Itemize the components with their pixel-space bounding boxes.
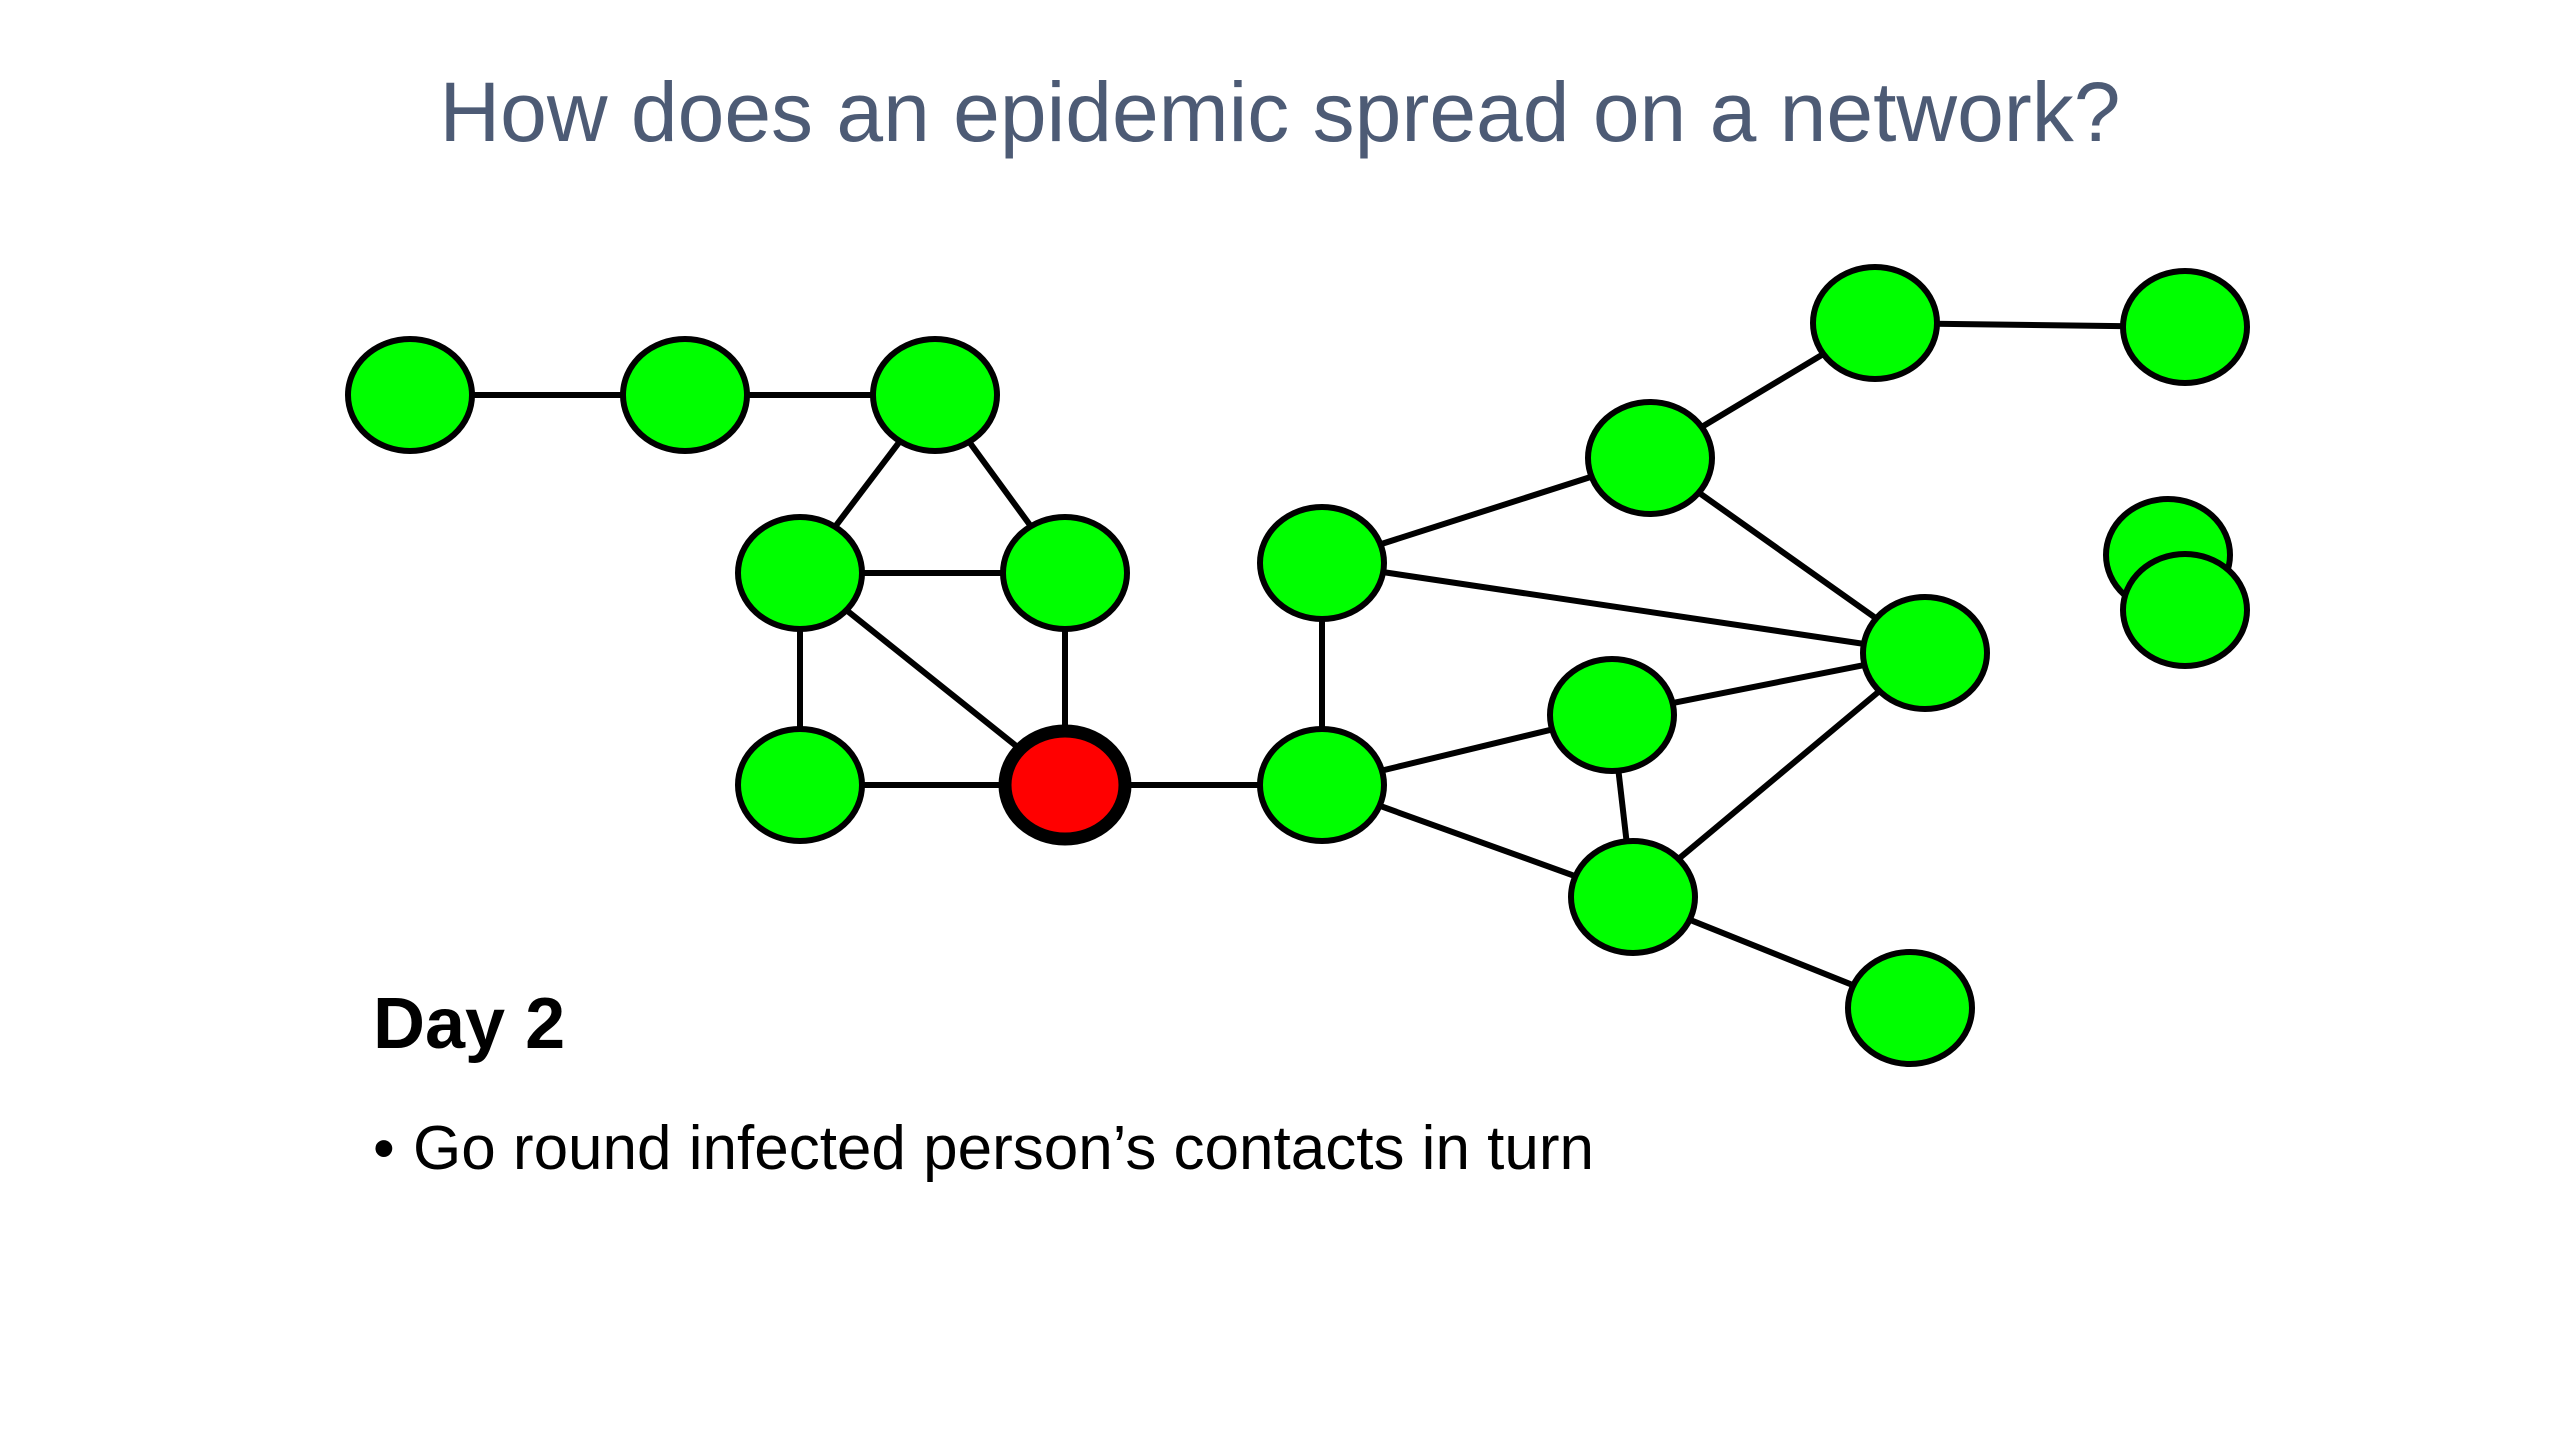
- healthy-node: [1845, 949, 1975, 1067]
- edge-n14-n16: [1631, 650, 1927, 900]
- healthy-node: [620, 336, 750, 454]
- healthy-node: [345, 336, 475, 454]
- slide-title: How does an epidemic spread on a network…: [439, 65, 2121, 159]
- edge-n8-n14: [1321, 560, 1926, 656]
- healthy-node: [2120, 551, 2250, 669]
- healthy-node: [735, 726, 865, 844]
- bullet-text: Go round infected person’s contacts in t…: [413, 1114, 1594, 1183]
- healthy-node: [870, 336, 1000, 454]
- healthy-node: [1000, 514, 1130, 632]
- healthy-node: [1585, 399, 1715, 517]
- healthy-node: [1257, 504, 1387, 622]
- healthy-node: [2120, 268, 2250, 386]
- healthy-node: [1257, 726, 1387, 844]
- bullet-item: •Go round infected person’s contacts in …: [373, 1118, 1594, 1180]
- healthy-node: [1860, 594, 1990, 712]
- healthy-node: [1547, 656, 1677, 774]
- infected-node: [998, 724, 1132, 846]
- healthy-node: [1568, 838, 1698, 956]
- nodes-layer: [345, 264, 2250, 1067]
- healthy-node: [735, 514, 865, 632]
- bullet-marker: •: [373, 1114, 395, 1183]
- healthy-node: [1810, 264, 1940, 382]
- day-label: Day 2: [373, 984, 566, 1064]
